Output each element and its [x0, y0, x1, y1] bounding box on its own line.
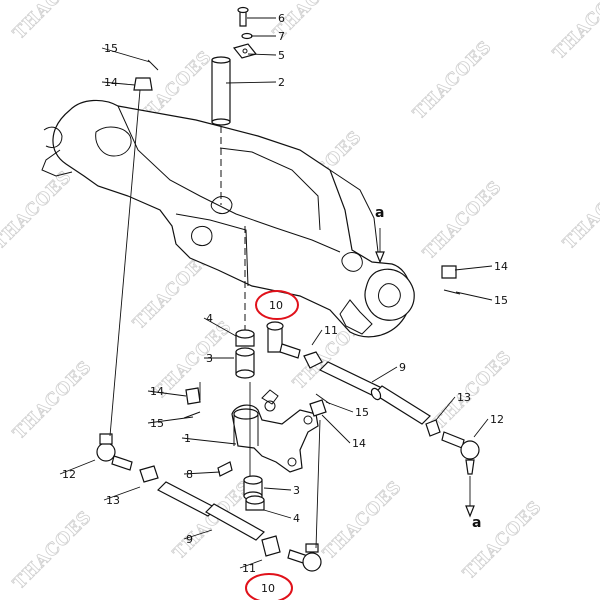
steering-bracket — [231, 389, 319, 473]
reference-letters: aa — [375, 205, 481, 531]
callout-number: 2 — [278, 76, 285, 89]
callout-number: 4 — [293, 512, 300, 525]
callout-number: 7 — [278, 30, 285, 43]
linkage-parts — [96, 59, 480, 572]
callout-line — [247, 53, 277, 56]
callout-line — [101, 47, 151, 63]
callout-number: 11 — [324, 324, 338, 337]
watermark-text: THACOES — [9, 507, 96, 594]
reference-letter: a — [472, 515, 481, 531]
callout-line — [239, 559, 263, 569]
callout-line — [147, 390, 187, 397]
callout-line — [225, 81, 277, 84]
callout-line — [454, 265, 493, 271]
callout-leaders — [59, 17, 493, 569]
watermark-text: THACOES — [9, 0, 96, 44]
highlighted-part-number: 10 — [269, 299, 283, 312]
callout-numbers: 6 7 5 2 15 14 14 15 4 3 11 9 14 15 15 14 1 13 12 12 8 13 3 4 9 11 — [62, 12, 508, 575]
callout-number: 12 — [490, 413, 504, 426]
callout-line — [435, 396, 456, 421]
watermark-text: THACOES — [409, 37, 496, 124]
king-pin-assembly — [211, 6, 258, 330]
callout-number: 15 — [104, 42, 118, 55]
watermark-text: THACOES — [419, 177, 506, 264]
callout-line — [183, 529, 213, 540]
callout-number: 1 — [184, 432, 191, 445]
callout-number: 13 — [106, 494, 120, 507]
highlight-circle — [255, 290, 299, 320]
guide-lines — [109, 89, 471, 549]
callout-line — [311, 329, 323, 346]
axle-housing — [41, 99, 415, 338]
callout-number: 5 — [278, 49, 285, 62]
callout-line — [455, 291, 493, 301]
callout-number: 13 — [457, 391, 471, 404]
highlighted-part-number: 10 — [261, 582, 275, 595]
watermark-text: THACOES — [549, 0, 600, 64]
callout-number: 15 — [150, 417, 164, 430]
callout-line — [371, 366, 398, 383]
callout-line — [325, 401, 354, 413]
highlight-circles: 10 10 — [245, 290, 299, 600]
callout-number: 9 — [186, 533, 193, 546]
callout-line — [263, 487, 292, 491]
callout-number: 14 — [494, 260, 508, 273]
callout-line — [263, 509, 292, 519]
watermark-text: THACOES — [559, 167, 600, 254]
callout-number: 4 — [206, 312, 213, 325]
watermark-text: THACOES — [9, 357, 96, 444]
callout-number: 3 — [206, 352, 213, 365]
callout-line — [181, 437, 237, 445]
callout-number: 15 — [355, 406, 369, 419]
highlight-circle — [245, 573, 293, 600]
callout-line — [183, 471, 221, 475]
callout-line — [473, 418, 489, 438]
arrow-a-bottom — [465, 505, 475, 518]
callout-line — [103, 486, 141, 501]
callout-number: 9 — [399, 361, 406, 374]
callout-line — [101, 81, 136, 86]
callout-number: 15 — [494, 294, 508, 307]
callout-number: 12 — [62, 468, 76, 481]
callout-line — [59, 459, 96, 475]
callout-number: 11 — [242, 562, 256, 575]
callout-number: 6 — [278, 12, 285, 25]
arrow-a-top — [375, 251, 385, 264]
callout-line — [147, 416, 194, 424]
watermark-text: THACOES — [319, 477, 406, 564]
callout-number: 14 — [352, 437, 366, 450]
callout-line — [321, 414, 351, 444]
callout-number: 8 — [186, 468, 193, 481]
watermark-text: THACOES — [0, 167, 76, 254]
callout-number: 14 — [104, 76, 118, 89]
callout-number: 3 — [293, 484, 300, 497]
callout-line — [203, 317, 237, 337]
callout-number: 14 — [150, 385, 164, 398]
reference-letter: a — [375, 205, 384, 221]
